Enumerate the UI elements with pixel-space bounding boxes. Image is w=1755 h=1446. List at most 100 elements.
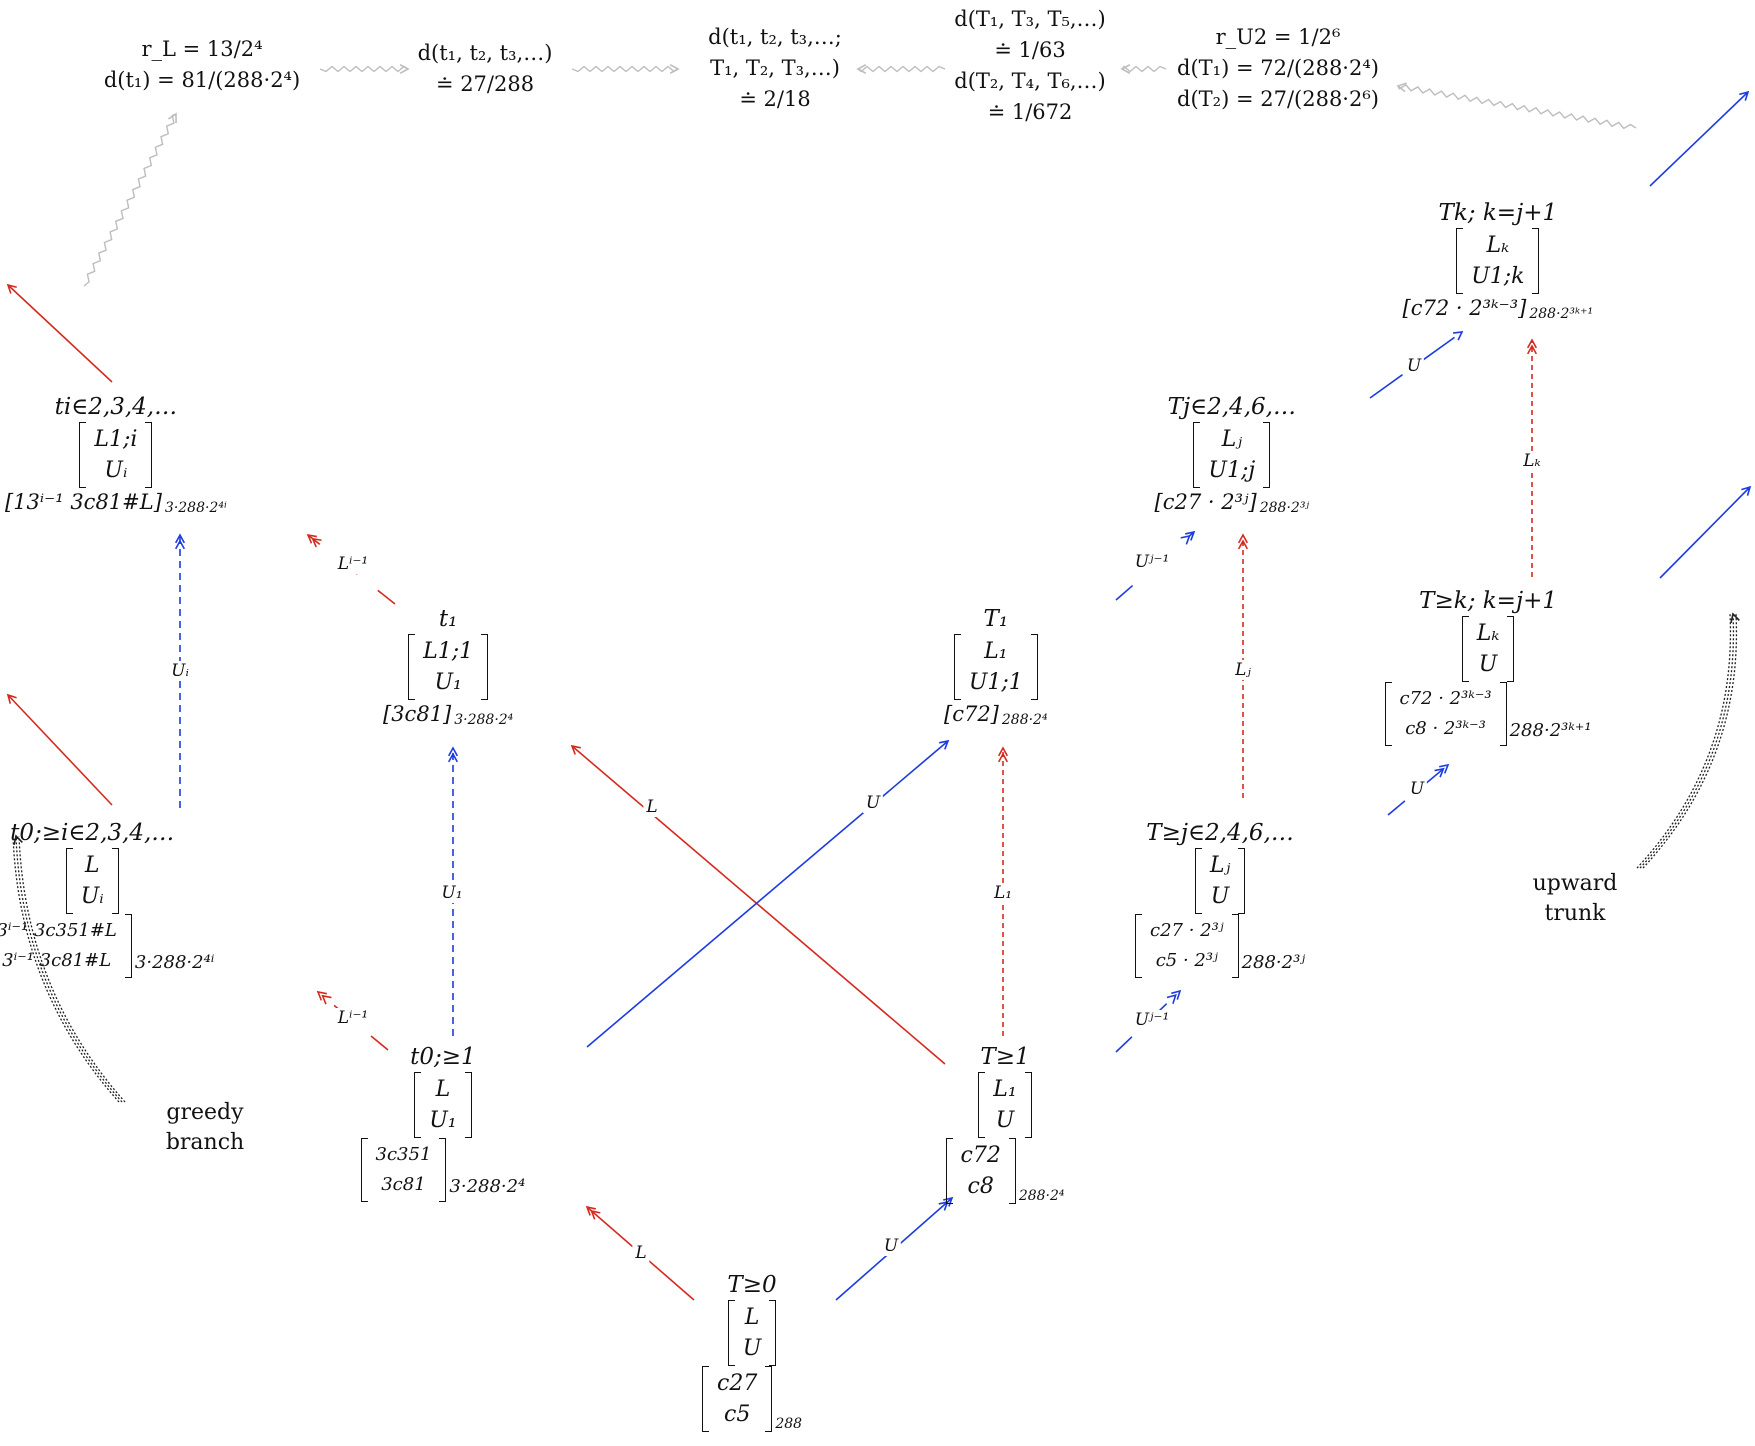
edge-label-Ui: Uᵢ [168,661,192,681]
matrix-entry: L [84,853,100,878]
value-matrix: c27 · 2³ʲ c5 · 2³ʲ [1135,914,1239,978]
arrowhead [1237,539,1249,550]
node-name: t0;≥i∈2,3,4,… [10,820,175,846]
node-name: ti∈2,3,4,… [54,394,178,420]
label-matrix: L₁ U [978,1072,1033,1138]
modulus: 288·2⁴ [1001,712,1048,728]
arrowhead [570,744,581,755]
value-entry: c5 [724,1402,751,1427]
arrowhead [669,63,680,75]
note-line: branch [165,1130,245,1155]
rU2-line1: r_U2 = 1/2⁶ [1215,25,1341,49]
node-T-ge-0: T≥0 L U c27 c5 288 [702,1272,802,1432]
matrix-entry: U1;k [1471,264,1525,289]
dT-line1: d(T₁, T₃, T₅,…) [954,7,1106,31]
matrix-entry: U [1210,884,1230,909]
matrix-entry: Uᵢ [80,884,104,909]
arrowhead [1739,90,1750,101]
arrowhead [1237,533,1249,544]
arrowhead [1396,82,1407,93]
dT-line2: ≐ 1/63 [994,38,1066,62]
matrix-entry: L1;1 [423,639,474,664]
modulus: 288·2⁴ [1018,1188,1065,1204]
value-entry: c72 [960,1143,1001,1168]
edge-U-t0-to-T1 [586,740,949,1048]
modulus: 3·288·2⁴ⁱ [134,952,215,973]
value-matrix: c27 c5 [702,1366,773,1432]
edge-exit-t0gei [7,694,113,806]
node-name: t₁ [438,606,458,632]
value-entry: c72 · 2³ᵏ⁻³ [1399,688,1492,709]
edge-Uj1-lower [1115,990,1181,1053]
squiggle-dt-to-dall [571,65,679,73]
arrowhead [399,63,410,75]
matrix-entry: U₁ [429,1108,457,1133]
modulus: 288 [775,1416,803,1432]
label-matrix: L U₁ [414,1072,472,1138]
squiggle-up-to-rl [83,113,177,287]
matrix-entry: Lⱼ [1221,427,1243,452]
rU2-line3: d(T₂) = 27/(288·2⁶) [1177,87,1379,111]
rU2-box: r_U2 = 1/2⁶ d(T₁) = 72/(288·2⁴) d(T₂) = … [1168,22,1388,115]
arrowhead [1526,338,1538,349]
node-T-ge-k: T≥k; k=j+1 Lₖ U c72 · 2³ᵏ⁻³ c8 · 2³ᵏ⁻³ 2… [1384,588,1592,746]
note-line: upward [1532,871,1618,896]
arrowhead [174,533,186,544]
squiggle-dT-to-dall [857,65,946,73]
matrix-entry: U [742,1336,762,1361]
node-name: Tk; k=j+1 [1438,200,1558,226]
label-matrix: L1;i Uᵢ [79,422,153,488]
matrix-entry: L1;i [94,427,138,452]
matrix-entry: L [744,1305,760,1330]
value-entry: [c72] [944,702,999,726]
greedy-branch-arrow [18,835,126,1103]
matrix-entry: L [435,1077,451,1102]
matrix-entry: U₁ [434,670,462,695]
edge-label-L: L [632,1243,650,1263]
value-entry: [c27 · 2³ʲ] [1154,490,1257,514]
node-name: Tj∈2,4,6,… [1167,394,1296,420]
modulus: 288·2³ʲ [1259,500,1310,516]
modulus: 288·2³ʲ [1241,952,1306,973]
matrix-entry: U1;1 [968,670,1023,695]
edge-label-Li1-lower: Lⁱ⁻¹ [334,1008,372,1028]
node-T-ge-j: T≥j∈2,4,6,… Lⱼ U c27 · 2³ʲ c5 · 2³ʲ 288·… [1135,820,1305,978]
value-matrix: c72 · 2³ᵏ⁻³ c8 · 2³ᵏ⁻³ [1384,682,1507,746]
node-name: T₁ [983,606,1009,632]
arrowhead [1180,534,1191,545]
arrowhead [997,752,1009,763]
modulus: 3·288·2⁴ⁱ [164,500,227,516]
arrowhead [311,537,322,548]
edge-label-U-right: U [1406,779,1428,799]
arrowhead [585,1205,596,1216]
edge-label-U1: U₁ [438,883,466,903]
matrix-entry: Lₖ [1476,621,1500,646]
label-matrix: Lⱼ U1;j [1193,422,1271,488]
edge-label-U-cross: U [862,793,884,813]
value-entry: c8 [967,1174,994,1199]
label-matrix: L U [727,1300,777,1366]
arrowhead [1185,530,1196,541]
matrix-entry: L₁ [993,1077,1017,1102]
value-matrix: 3c351 3c81 [360,1138,447,1202]
dall-line1: d(t₁, t₂, t₃,…; [708,25,842,49]
rl-line2: d(t₁) = 81/(288·2⁴) [103,68,301,92]
matrix-entry: Uᵢ [104,458,128,483]
node-Tk: Tk; k=j+1 Lₖ U1;k [c72 · 2³ᵏ⁻³] 288·2³ᵏ⁺… [1403,200,1594,322]
squiggle-rl-to-dt [319,65,409,73]
matrix-entry: U [995,1108,1015,1133]
node-name: T≥j∈2,4,6,… [1146,820,1294,846]
matrix-entry: U1;j [1208,458,1256,483]
arrowhead [321,994,332,1005]
arrowhead [1741,485,1752,496]
value-entry: c8 · 2³ᵏ⁻³ [1405,718,1486,739]
greedy-branch-arrow [12,835,120,1103]
modulus: 288·2³ᵏ⁺¹ [1529,306,1594,322]
note-greedy-branch: greedy branch [150,1098,260,1158]
node-name: t0;≥1 [410,1044,476,1070]
arrowhead [997,746,1009,757]
note-line: trunk [1544,901,1606,926]
node-t0-ge-1: t0;≥1 L U₁ 3c351 3c81 3·288·2⁴ [360,1044,525,1202]
arrowhead [6,283,17,294]
